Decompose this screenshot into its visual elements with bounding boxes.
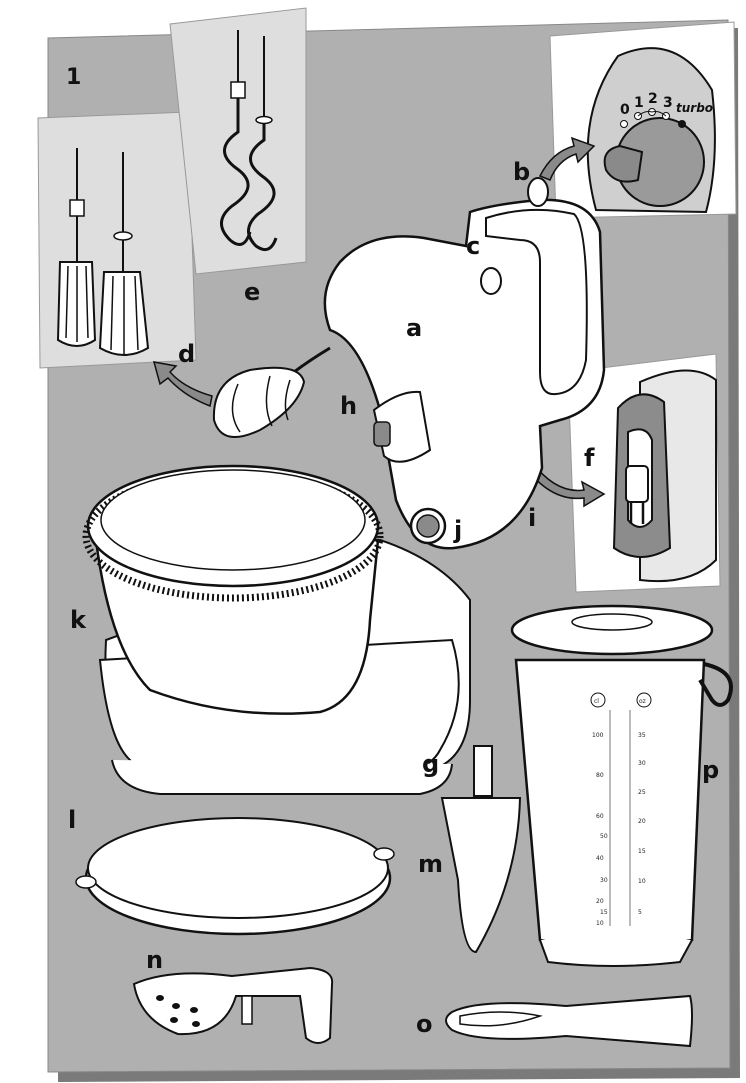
oz-mark-10: 10 xyxy=(638,878,646,885)
label-g: g xyxy=(422,750,439,778)
label-d: d xyxy=(178,340,195,368)
label-j: j xyxy=(453,516,462,544)
cl-mark-20: 20 xyxy=(596,898,604,905)
label-h: h xyxy=(340,392,357,420)
figure-number: 1 xyxy=(66,65,81,90)
label-o: o xyxy=(416,1010,433,1038)
cl-mark-50: 50 xyxy=(600,833,608,840)
cl-mark-10: 10 xyxy=(596,920,604,927)
oz-mark-20: 20 xyxy=(638,818,646,825)
unit-oz: oz xyxy=(639,698,646,705)
oz-mark-30: 30 xyxy=(638,760,646,767)
cl-mark-100: 100 xyxy=(592,732,604,739)
speed-0-label: 0 xyxy=(620,102,630,118)
oz-mark-25: 25 xyxy=(638,789,646,796)
label-b: b xyxy=(513,158,530,186)
label-p: p xyxy=(702,756,719,784)
cl-mark-80: 80 xyxy=(596,772,604,779)
oz-mark-15: 15 xyxy=(638,848,646,855)
unit-cl: cl xyxy=(594,698,599,705)
label-m: m xyxy=(418,850,443,878)
inset-speed-dial: 0 1 2 3 turbo xyxy=(550,22,736,218)
speed-1-label: 1 xyxy=(634,95,644,111)
label-c: c xyxy=(466,232,480,260)
label-l: l xyxy=(68,806,76,834)
oz-mark-5: 5 xyxy=(638,909,642,916)
speed-2-label: 2 xyxy=(648,91,658,107)
label-e: e xyxy=(244,278,260,306)
inset-beaters xyxy=(38,112,196,368)
oz-mark-35: 35 xyxy=(638,732,646,739)
speed-turbo-label: turbo xyxy=(676,101,713,115)
cl-mark-30: 30 xyxy=(600,877,608,884)
label-k: k xyxy=(70,606,87,634)
cl-mark-40: 40 xyxy=(596,855,604,862)
label-a: a xyxy=(406,314,422,342)
cl-mark-60: 60 xyxy=(596,813,604,820)
speed-3-label: 3 xyxy=(663,95,673,111)
cl-mark-15: 15 xyxy=(600,909,608,916)
label-i: i xyxy=(528,504,536,532)
label-n: n xyxy=(146,946,163,974)
label-f: f xyxy=(584,444,595,472)
